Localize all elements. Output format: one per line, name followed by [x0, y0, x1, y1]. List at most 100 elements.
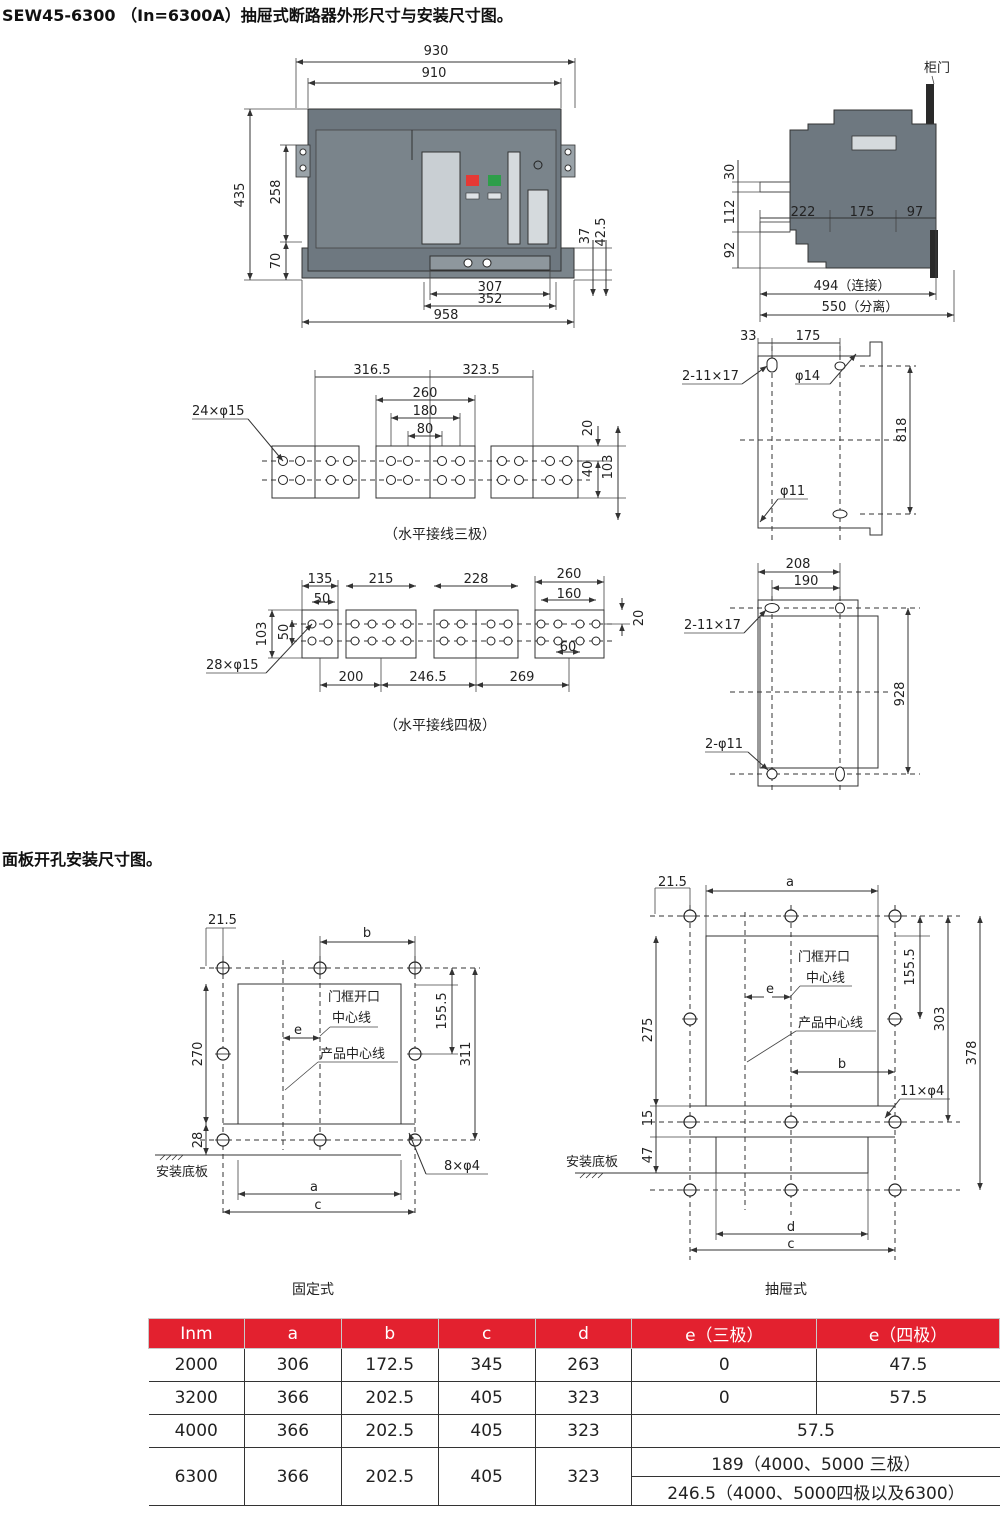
fp-dim-246-5: 246.5 [409, 670, 446, 685]
mb-dim-928: 928 [893, 682, 908, 707]
tp-dim-20: 20 [581, 420, 596, 437]
cell: 306 [244, 1348, 342, 1382]
left-handle [295, 144, 311, 178]
fx-dim-155-5: 155.5 [435, 992, 450, 1029]
fixed-cutout: 21.5 b 门框开口 中心线 e [155, 913, 488, 1298]
table-row: 6300 366 202.5 405 323 189（4000、5000 三极） [148, 1447, 1000, 1506]
do-holes-label: 11×φ4 [900, 1084, 944, 1099]
fp-dim-215: 215 [369, 572, 394, 587]
fx-dim-28: 28 [191, 1132, 206, 1149]
side-dim-112: 112 [723, 200, 738, 225]
fx-product-center: 产品中心线 [320, 1047, 385, 1062]
dim-70: 70 [269, 253, 284, 270]
fp-dim-20: 20 [632, 610, 647, 627]
fp-dim-228: 228 [464, 572, 489, 587]
fx-dim-e: e [294, 1023, 302, 1038]
cell: 246.5（4000、5000四极以及6300） [631, 1476, 1000, 1506]
mb-phi11-label: 2-φ11 [705, 737, 743, 752]
mb-dim-190: 190 [794, 574, 819, 589]
four-pole-caption: （水平接线四极） [384, 717, 496, 734]
fp-dim-50b: 50 [277, 624, 292, 641]
side-body [789, 109, 937, 269]
tp-dim-40: 40 [581, 461, 596, 478]
header-e-four: e（四极） [816, 1318, 1000, 1349]
indicator-green [488, 175, 501, 186]
do-dim-155-5: 155.5 [903, 948, 918, 985]
cell: 0 [631, 1348, 818, 1382]
header-c: c [437, 1318, 536, 1349]
fx-door-center-1: 门框开口 [328, 990, 380, 1005]
cell: 263 [535, 1348, 633, 1382]
dim-42-5: 42.5 [594, 218, 609, 247]
cell: 57.5 [631, 1414, 1000, 1448]
do-dim-21-5: 21.5 [658, 875, 687, 890]
dim-258: 258 [269, 180, 284, 205]
mb-dim-208: 208 [786, 557, 811, 572]
do-dim-b: b [838, 1057, 846, 1072]
fx-dim-270: 270 [191, 1042, 206, 1067]
side-dim-92: 92 [723, 242, 738, 259]
table-header-row: Inm a b c d e（三极） e（四极） [148, 1318, 1000, 1349]
header-e-three: e（三极） [631, 1318, 818, 1349]
do-door-center-1: 门框开口 [798, 950, 850, 965]
tp-dim-80: 80 [417, 422, 434, 437]
do-dim-c: c [787, 1237, 794, 1252]
mount-top: 33 175 818 2-11×17 φ14 φ11 [682, 329, 916, 540]
main-title: SEW45-6300 （In=6300A）抽屉式断路器外形尺寸与安装尺寸图。 [2, 6, 513, 25]
cell: 323 [535, 1447, 633, 1506]
cell: 2000 [148, 1348, 245, 1382]
table-row: 246.5（4000、5000四极以及6300） [149, 1476, 1000, 1506]
side-dim-97: 97 [907, 205, 924, 220]
cell: 366 [244, 1414, 342, 1448]
spec-table: Inm a b c d e（三极） e（四极） 2000 306 172.5 3… [148, 1318, 1000, 1506]
cell: 4000 [148, 1414, 245, 1448]
cell: 6300 [148, 1447, 245, 1506]
dim-435: 435 [233, 183, 248, 208]
fp-dim-60: 60 [560, 640, 577, 655]
header-d: d [534, 1318, 633, 1349]
mt-dim-33: 33 [740, 329, 757, 344]
right-handle [560, 144, 576, 178]
fp-dim-200: 200 [339, 670, 364, 685]
side-dim-175: 175 [850, 205, 875, 220]
fx-dim-c: c [314, 1198, 321, 1213]
fx-dim-a: a [310, 1180, 318, 1195]
fp-dim-160: 160 [557, 587, 582, 602]
cell: 345 [438, 1348, 536, 1382]
cell: 323 [535, 1414, 633, 1448]
do-dim-275: 275 [641, 1018, 656, 1043]
side-dim-494: 494（连接） [814, 278, 891, 294]
front-panel [421, 151, 461, 245]
fx-dim-b: b [363, 926, 371, 941]
do-dim-303: 303 [933, 1007, 948, 1032]
do-dim-d: d [787, 1220, 795, 1235]
cell: 323 [535, 1381, 633, 1415]
do-product-center: 产品中心线 [798, 1016, 863, 1031]
dim-352: 352 [478, 292, 503, 307]
dim-37: 37 [578, 228, 593, 245]
do-dim-e: e [766, 982, 774, 997]
mt-phi11-label: φ11 [780, 484, 805, 499]
fp-dim-50a: 50 [314, 592, 331, 607]
table-row: 2000 306 172.5 345 263 0 47.5 [148, 1348, 1000, 1382]
dim-958: 958 [434, 308, 459, 323]
fixed-caption: 固定式 [292, 1282, 334, 1298]
cell: 172.5 [341, 1348, 439, 1382]
cell: 202.5 [341, 1381, 439, 1415]
cell: 366 [244, 1447, 342, 1506]
do-dim-47: 47 [641, 1147, 656, 1164]
side-view: 柜门 30 112 92 222 175 97 494（连接） 550（分离） [723, 61, 955, 322]
three-pole-caption: （水平接线三极） [384, 526, 496, 543]
cell: 202.5 [341, 1414, 439, 1448]
header-a: a [243, 1318, 342, 1349]
mt-dim-818: 818 [895, 418, 910, 443]
cell: 57.5 [816, 1381, 1000, 1415]
cell: 405 [438, 1414, 536, 1448]
cell: 47.5 [816, 1348, 1000, 1382]
side-dim-550: 550（分离） [822, 299, 899, 315]
do-dim-15: 15 [641, 1110, 656, 1127]
fp-holes-label: 28×φ15 [206, 658, 259, 673]
fp-dim-103: 103 [255, 622, 270, 647]
mt-slot-label: 2-11×17 [682, 369, 739, 384]
dim-307: 307 [478, 280, 503, 295]
